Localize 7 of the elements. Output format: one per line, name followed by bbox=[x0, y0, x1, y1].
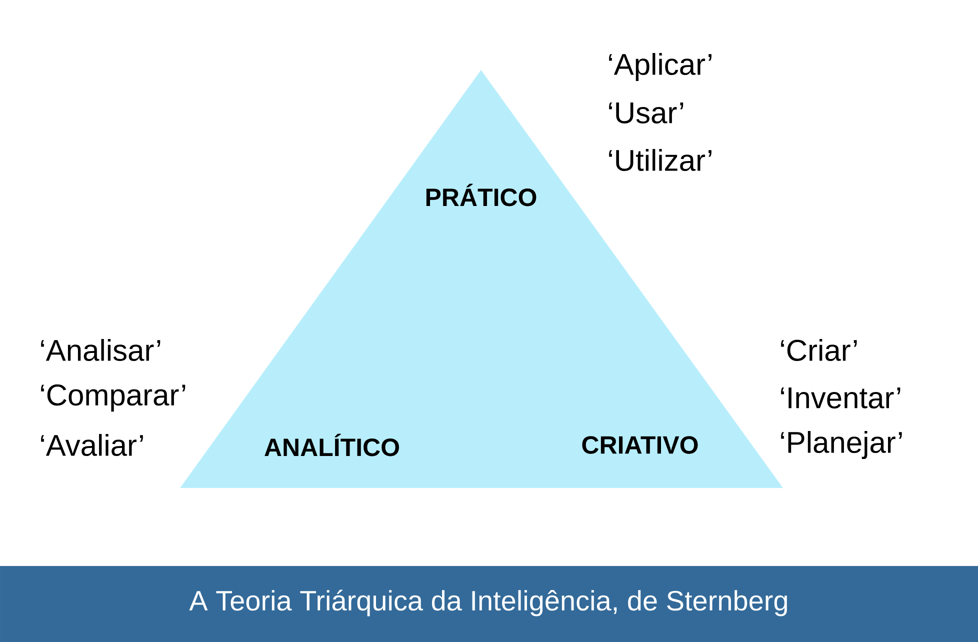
word-label: ‘Utilizar’ bbox=[609, 148, 712, 171]
word-label: ‘Avaliar’ bbox=[41, 434, 143, 456]
word-label: ‘Criar’ bbox=[781, 338, 857, 361]
word-label: ‘Inventar’ bbox=[781, 388, 900, 408]
word-label: ‘Usar’ bbox=[609, 102, 684, 124]
caption-banner: A Teoria Triárquica da Inteligência, de Sternberg bbox=[0, 566, 978, 642]
word-label: ‘Planejar’ bbox=[781, 431, 902, 459]
